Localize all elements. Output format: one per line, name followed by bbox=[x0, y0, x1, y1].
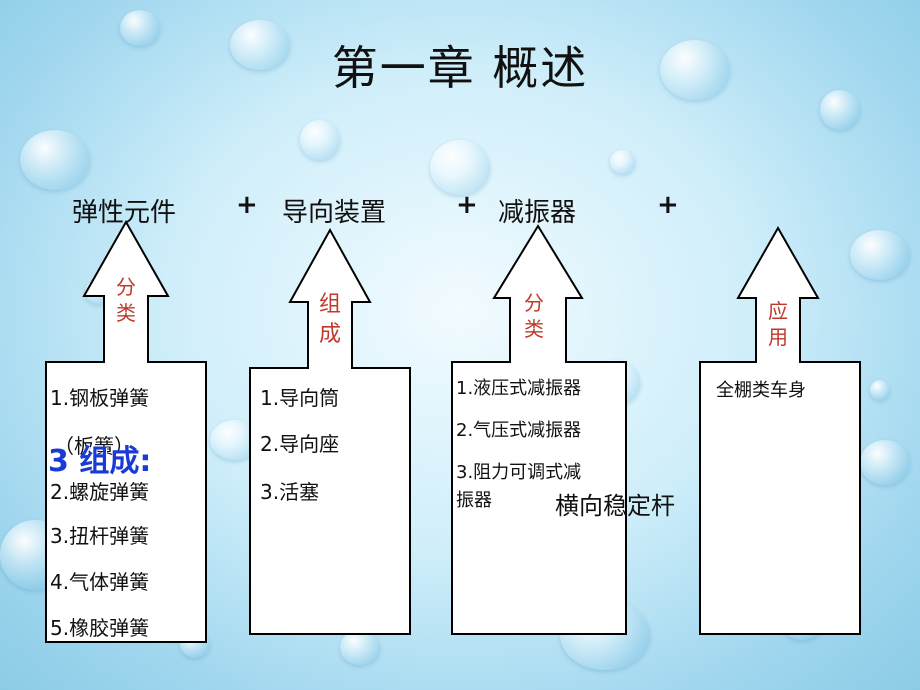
page-title: 第一章 概述 bbox=[331, 41, 589, 95]
arrow-shape-4 bbox=[699, 225, 861, 635]
list-item: 5.橡胶弹簧 bbox=[50, 616, 150, 640]
list-item: 全棚类车身 bbox=[716, 380, 806, 401]
label-char: 分 bbox=[524, 291, 544, 315]
droplet bbox=[870, 380, 890, 400]
droplet bbox=[120, 10, 160, 46]
overlay-compose-label: 3 组成: bbox=[48, 444, 152, 479]
arrow-shape-2 bbox=[249, 227, 411, 635]
list-item: 2.螺旋弹簧 bbox=[50, 480, 150, 504]
arrow-label-classify-1: 分 类 bbox=[114, 274, 138, 326]
list-item: 3.扭杆弹簧 bbox=[50, 524, 150, 548]
top-item-damper: 减振器 bbox=[498, 198, 577, 228]
label-char: 类 bbox=[524, 317, 544, 341]
label-char: 分 bbox=[116, 275, 136, 299]
list-item: 1.液压式减振器 bbox=[456, 378, 582, 399]
overlay-stabilizer-label: 横向稳定杆 bbox=[555, 492, 675, 520]
droplet bbox=[230, 20, 290, 70]
droplet bbox=[430, 140, 490, 195]
list-item: 2.导向座 bbox=[260, 432, 340, 456]
list-item: 4.气体弹簧 bbox=[50, 570, 150, 594]
list-item: 3.阻力可调式减 bbox=[456, 462, 582, 483]
arrow-shape-1 bbox=[45, 219, 207, 643]
arrow-label-apply: 应 用 bbox=[766, 298, 790, 350]
top-item-elastic: 弹性元件 bbox=[72, 198, 177, 228]
droplet bbox=[340, 630, 380, 665]
label-char: 应 bbox=[768, 299, 788, 323]
label-char: 成 bbox=[318, 322, 341, 347]
list-item: （板簧） bbox=[54, 434, 134, 458]
label-char: 组 bbox=[318, 292, 341, 317]
arrow-shape-3 bbox=[451, 224, 627, 635]
list-item: 1.导向筒 bbox=[260, 386, 340, 410]
droplet bbox=[610, 150, 635, 174]
arrow-label-compose: 组 成 bbox=[318, 290, 342, 350]
list-item: 振器 bbox=[456, 490, 492, 511]
droplet bbox=[20, 130, 90, 190]
plus-sign: + bbox=[657, 190, 679, 220]
droplet bbox=[660, 40, 730, 100]
label-char: 类 bbox=[116, 301, 136, 325]
droplet bbox=[300, 120, 340, 160]
droplet bbox=[850, 230, 910, 280]
plus-sign: + bbox=[236, 190, 258, 220]
droplet bbox=[860, 440, 910, 485]
plus-sign: + bbox=[456, 190, 478, 220]
arrow-label-classify-2: 分 类 bbox=[522, 290, 546, 342]
droplet bbox=[820, 90, 860, 130]
list-item: 3.活塞 bbox=[260, 480, 320, 504]
label-char: 用 bbox=[768, 325, 788, 349]
list-item: 2.气压式减振器 bbox=[456, 420, 582, 441]
list-item: 1.钢板弹簧 bbox=[50, 386, 150, 410]
top-item-guide: 导向装置 bbox=[282, 198, 387, 228]
